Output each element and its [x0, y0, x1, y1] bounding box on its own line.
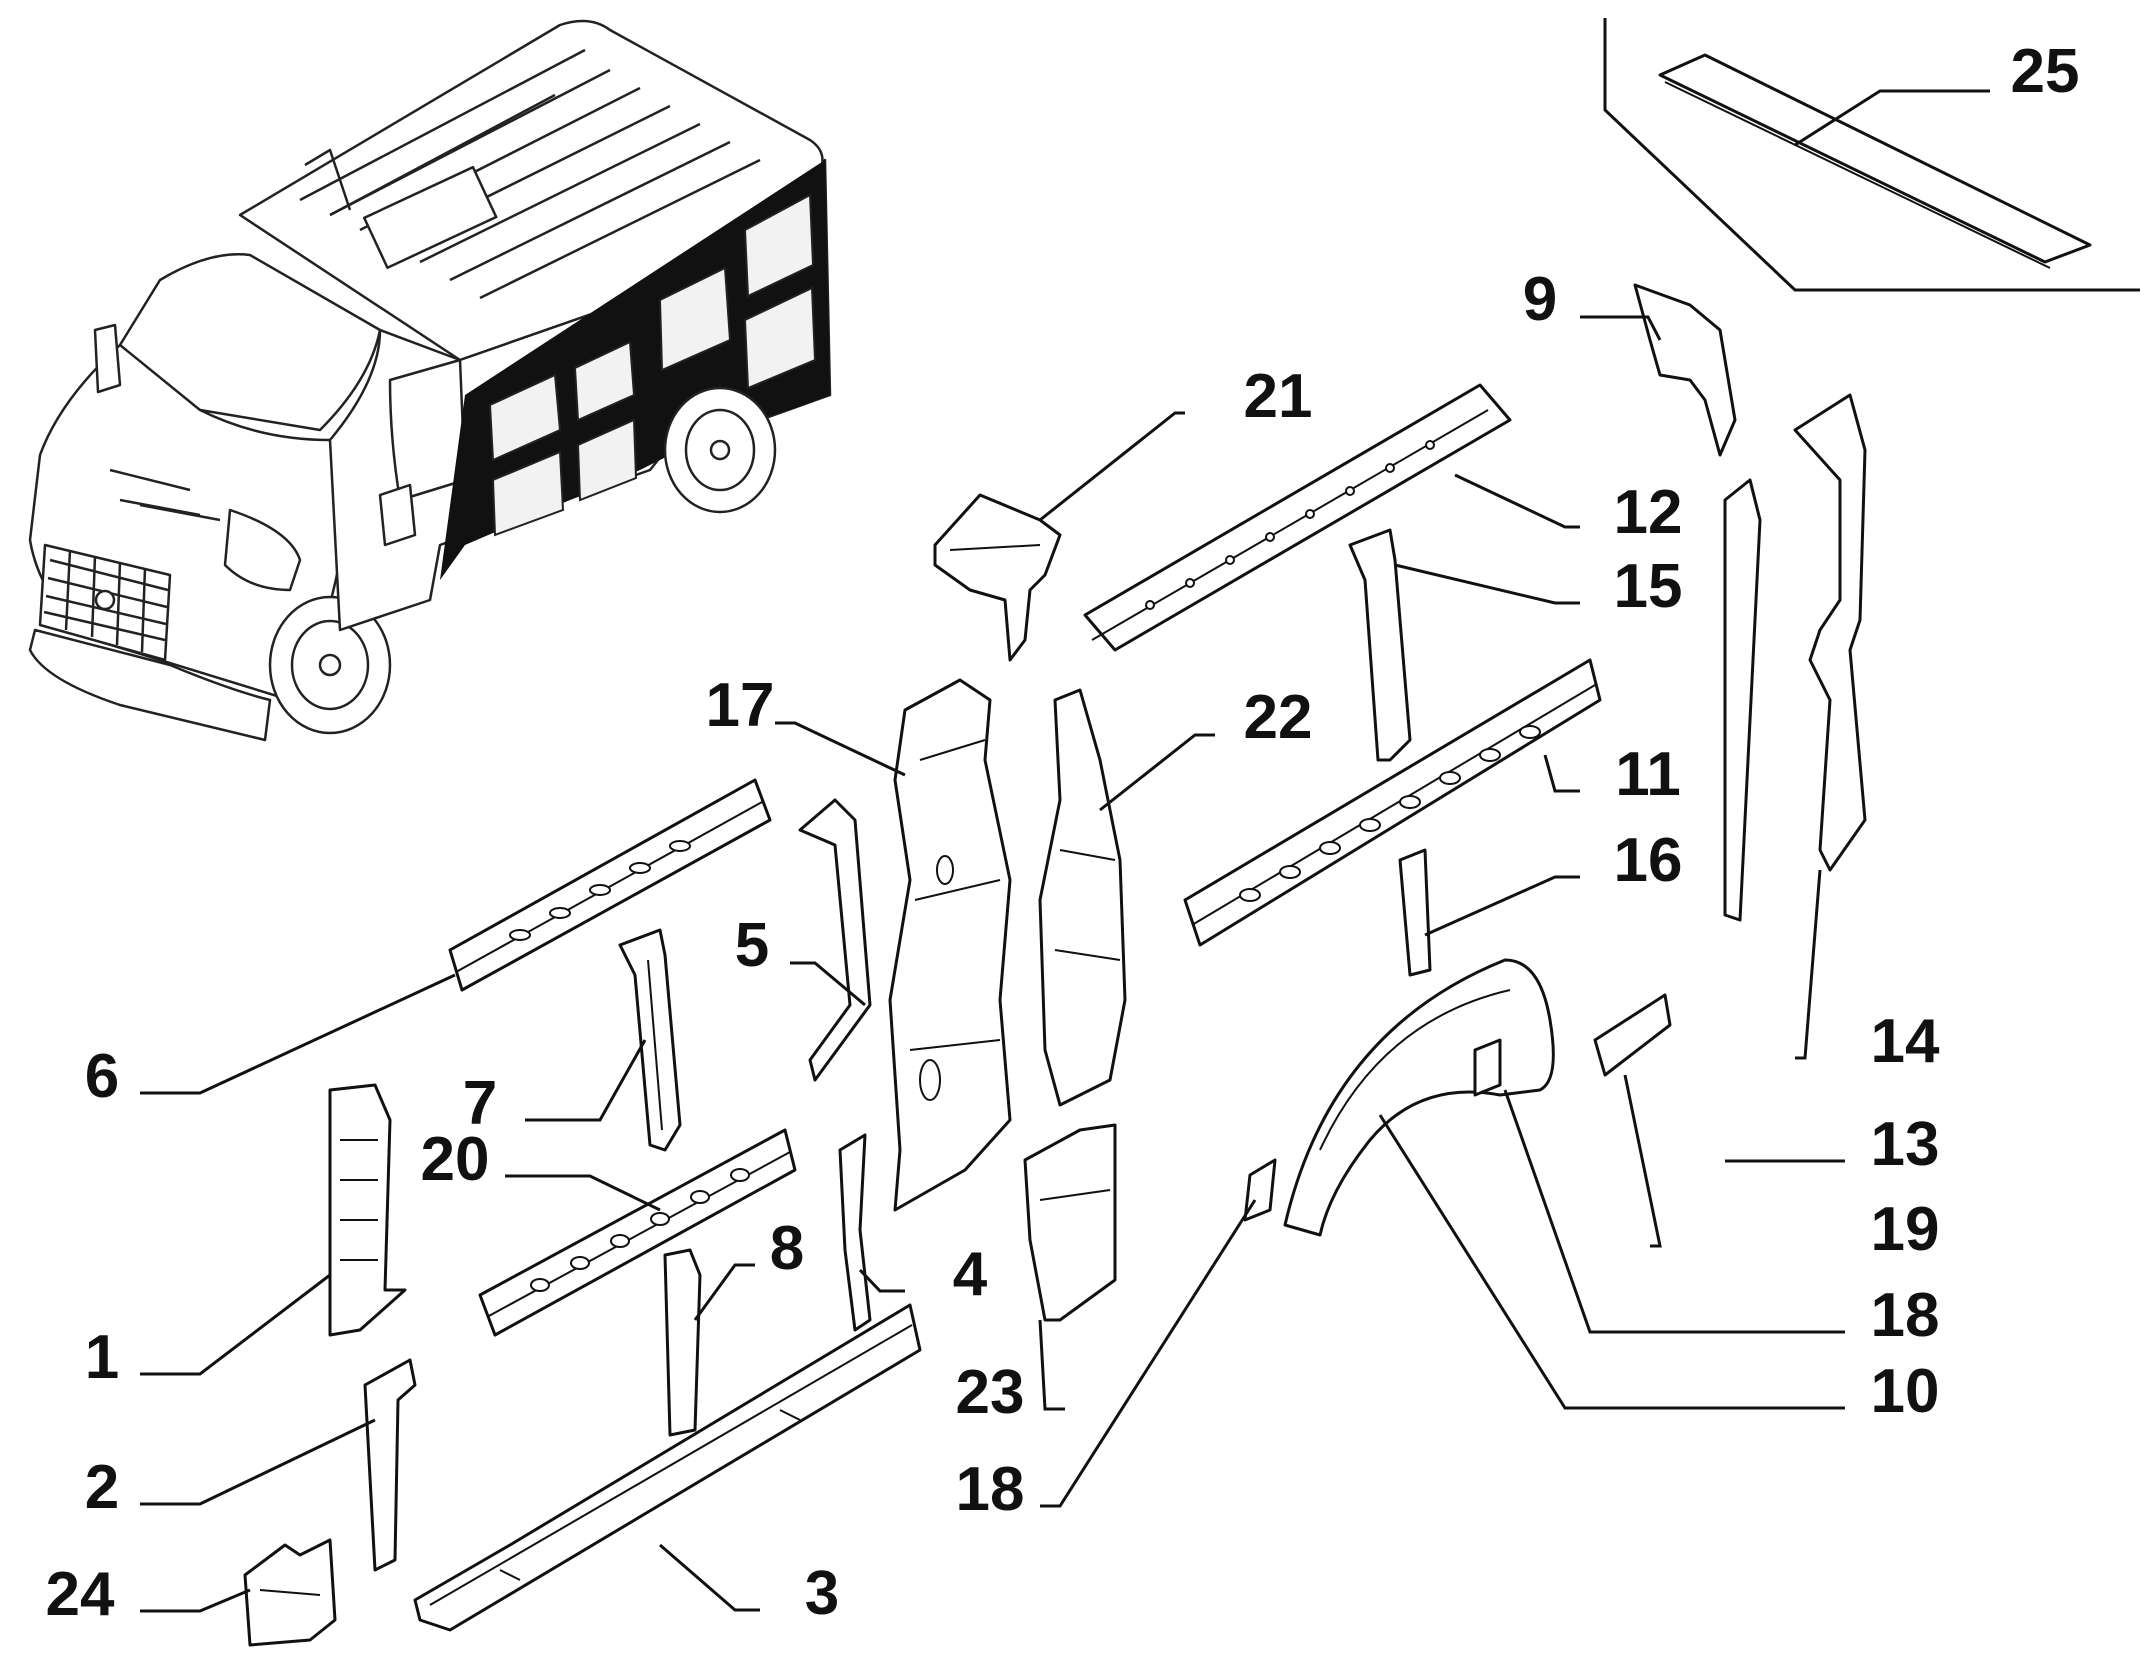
- part-25-strip: [1603, 18, 2140, 292]
- callout-16: 16: [1614, 826, 1683, 895]
- part-13-strip: [1723, 478, 1762, 922]
- part-16-strip: [1398, 848, 1432, 977]
- callout-2: 2: [85, 1453, 119, 1522]
- callout-5: 5: [735, 911, 769, 980]
- part-23-bracket: [1023, 1123, 1117, 1322]
- callout-9: 9: [1523, 265, 1557, 334]
- part-2-strip: [363, 1358, 417, 1572]
- callout-3: 3: [805, 1559, 839, 1628]
- callout-18b: 18: [956, 1455, 1025, 1524]
- callout-25: 25: [2011, 37, 2080, 106]
- part-20-rail: [478, 1128, 797, 1337]
- part-24-bracket: [243, 1538, 337, 1647]
- part-4-strip: [838, 1133, 872, 1332]
- callout-1: 1: [85, 1323, 119, 1392]
- part-10-wheelarch: [1283, 958, 1555, 1237]
- van-illustration: [28, 19, 832, 742]
- part-7-pillar: [618, 928, 682, 1152]
- part-5-bracket: [798, 798, 872, 1082]
- part-18-plate-right: [1473, 1038, 1502, 1097]
- callout-6: 6: [85, 1042, 119, 1111]
- part-19-plate: [1593, 993, 1672, 1077]
- part-6-rail: [448, 778, 772, 992]
- part-12-rail: [1083, 383, 1512, 652]
- callout-22: 22: [1244, 683, 1313, 752]
- part-15-pillar: [1348, 528, 1412, 762]
- callout-12: 12: [1614, 478, 1683, 547]
- callout-labels: 25 9 21 12 15 17 22 11 16 5 6 7 14 20 13…: [46, 37, 2080, 1629]
- part-11-rail: [1183, 658, 1602, 947]
- callout-19: 19: [1871, 1195, 1940, 1264]
- callout-13: 13: [1871, 1110, 1940, 1179]
- callout-4: 4: [953, 1240, 988, 1309]
- part-1-pillar: [328, 1083, 407, 1337]
- callout-24: 24: [46, 1560, 115, 1629]
- callout-11: 11: [1615, 740, 1681, 809]
- callout-17: 17: [706, 671, 775, 740]
- part-17-panel: [888, 678, 1012, 1212]
- callout-23: 23: [956, 1358, 1025, 1427]
- callout-18a: 18: [1871, 1281, 1940, 1350]
- part-14-rail: [1793, 393, 1867, 872]
- callout-20: 20: [421, 1125, 490, 1194]
- callout-21: 21: [1244, 362, 1313, 431]
- callout-10: 10: [1871, 1357, 1940, 1426]
- part-3-sill: [413, 1303, 922, 1632]
- callout-15: 15: [1614, 552, 1683, 621]
- part-9-bracket: [1633, 283, 1737, 457]
- part-22-pillar: [1038, 688, 1127, 1107]
- leader-lines: [140, 89, 1990, 1613]
- part-8-pillar: [663, 1248, 702, 1437]
- callout-8: 8: [770, 1214, 804, 1283]
- part-21-bracket: [933, 493, 1062, 662]
- callout-7: 7: [463, 1069, 497, 1138]
- callout-14: 14: [1871, 1007, 1940, 1076]
